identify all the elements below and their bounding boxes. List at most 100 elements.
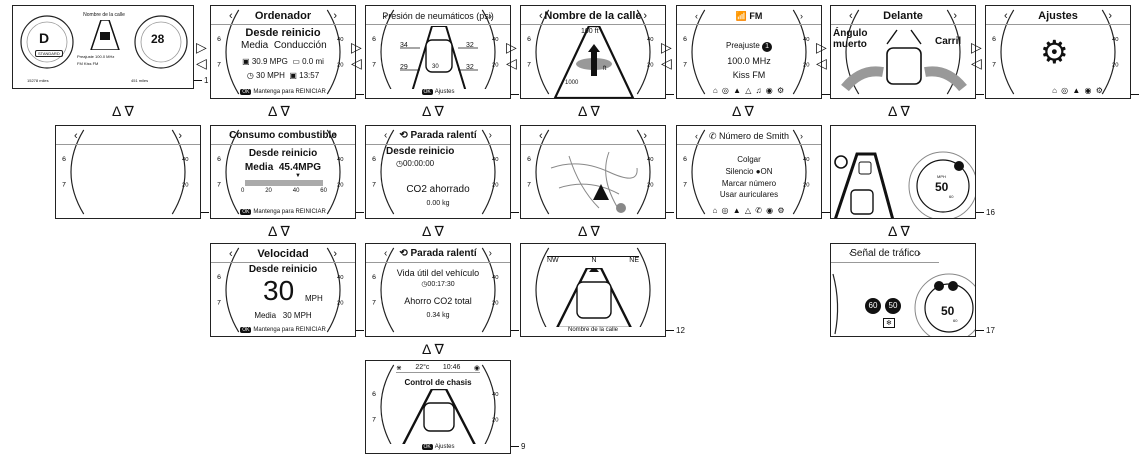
range: 451 miles — [131, 78, 149, 83]
preset-row: Preajuste 1 — [707, 40, 791, 52]
speed-value: 50 — [941, 304, 955, 318]
svg-text:7: 7 — [683, 62, 687, 69]
nav-arrow-left: ◁ — [351, 55, 362, 71]
blind-spot-label: Ángulo muerto — [833, 28, 868, 50]
average-mpg: Media 45.4MPG — [244, 162, 322, 173]
snow-icon: ❄ — [883, 318, 895, 328]
hangup-option: Colgar — [737, 155, 761, 164]
since-reset-label: Desde reinicio — [386, 146, 455, 157]
road-icon — [90, 20, 120, 50]
distance-top: 100 ft — [581, 28, 599, 35]
settings-icon: ◉ — [473, 365, 480, 372]
screen-header: ‹› — [56, 128, 200, 145]
svg-text:7: 7 — [683, 182, 687, 189]
traffic-sign-gauge — [832, 273, 975, 336]
nav-arrow-right: ▷ — [506, 39, 517, 55]
svg-text:6: 6 — [372, 156, 376, 163]
headset-option: Usar auriculares — [719, 190, 779, 199]
station-name: Kiss FM — [732, 70, 766, 80]
svg-text:40: 40 — [492, 392, 499, 398]
svg-text:20: 20 — [182, 183, 189, 189]
set-speed: 60 — [953, 318, 958, 323]
screen-15: ‹Delante› Ángulo muerto Carril — [830, 5, 976, 99]
speedometer-right-dial — [134, 15, 188, 69]
mute-option: Silencio ●ON — [725, 167, 773, 176]
nav-arrow-pair: Δ ∇ — [888, 223, 910, 239]
screen-header: ‹Ordenador› — [211, 8, 355, 25]
speed-time-row: ◷ 30 MPH ▣ 13:57 — [246, 71, 320, 80]
svg-text:40: 40 — [337, 275, 344, 281]
speedometer-left-dial — [20, 15, 74, 69]
svg-text:7: 7 — [217, 300, 221, 307]
callout-9: 9 — [511, 442, 525, 451]
nav-arrow-pair: Δ ∇ — [112, 103, 134, 119]
set-speed: 60 — [949, 194, 954, 199]
speed-unit: MPH — [937, 174, 946, 179]
tire-front-left: 34 — [400, 42, 408, 49]
nav-arrow-pair: Δ ∇ — [422, 341, 444, 357]
phone-icon: ✆ — [708, 131, 717, 141]
svg-text:7: 7 — [372, 62, 376, 69]
speed-unit: MPH — [305, 294, 323, 303]
svg-text:6: 6 — [372, 274, 376, 281]
since-reset-label: Desde reinicio — [248, 148, 318, 159]
odometer: 15278 miles — [27, 78, 49, 83]
svg-text:40: 40 — [492, 157, 499, 163]
map-view — [550, 151, 638, 213]
svg-text:6: 6 — [527, 156, 531, 163]
navigation-road — [553, 26, 635, 98]
nav-arrow-pair: Δ ∇ — [268, 103, 290, 119]
callout-18: 18 — [1131, 90, 1140, 99]
gear-indicator: D — [39, 30, 50, 46]
screen-header: ‹Velocidad› — [211, 246, 355, 263]
co2-saved-label: CO2 ahorrado — [406, 184, 470, 195]
street-name: Nombre de la calle — [83, 12, 125, 18]
fuel-bar — [245, 180, 323, 186]
svg-text:40: 40 — [803, 157, 810, 163]
screen-header: ‹Nombre de la calle› — [521, 8, 665, 25]
svg-text:6: 6 — [217, 274, 221, 281]
gear-icon: ⚙ — [1040, 34, 1069, 70]
menu-icons: ⌂ ◎ ▲ △ ♫ ◉ ⚙ — [712, 86, 786, 95]
nav-arrow-pair: Δ ∇ — [422, 103, 444, 119]
nav-arrow-right: ▷ — [816, 39, 827, 55]
screen-header: ‹⟲ Parada ralentí› — [366, 246, 510, 263]
distance-mid: ft — [603, 66, 607, 72]
road-with-car — [555, 268, 633, 328]
nav-arrow-right: ▷ — [971, 39, 982, 55]
status-icon: ⋇ — [396, 365, 402, 372]
street-name: Nombre de la calle — [521, 327, 665, 333]
callout-12: 12 — [666, 326, 685, 335]
chassis-title: Control de chasis — [404, 378, 472, 387]
since-reset-label: Desde reinicio — [245, 27, 321, 39]
svg-text:6: 6 — [372, 36, 376, 43]
tire-rear-right: 32 — [466, 64, 474, 71]
callout-17: 17 — [976, 326, 995, 335]
screen-header: ‹Presión de neumáticos (psi)› — [366, 8, 510, 25]
svg-text:6: 6 — [683, 36, 687, 43]
co2-saved-value: 0.00 kg — [426, 200, 450, 207]
co2-total-value: 0.34 kg — [426, 312, 450, 319]
nav-arrow-pair: Δ ∇ — [578, 223, 600, 239]
screen-16: 50 MPH 60 — [830, 125, 976, 219]
svg-text:7: 7 — [372, 417, 376, 424]
frequency: 100.0 MHz — [727, 56, 771, 66]
svg-text:40: 40 — [492, 37, 499, 43]
mpg-row: ▣ 30.9 MPG ▭ 0.0 mi — [242, 57, 324, 66]
lane-label: Carril — [935, 36, 962, 47]
screen-header: ‹✆ Número de Smith› — [677, 128, 821, 145]
radio-station: FM Kiss FM — [77, 61, 99, 66]
svg-text:40: 40 — [647, 157, 654, 163]
